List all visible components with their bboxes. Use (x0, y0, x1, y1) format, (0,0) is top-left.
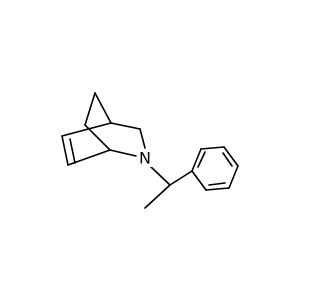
ring-bond-1 (191, 148, 202, 172)
nitrogen-label-mask (137, 149, 153, 167)
bond-ch-phenyl (169, 170, 193, 186)
bicyclic-core (61, 92, 146, 166)
benzene-ring (191, 146, 239, 191)
ring-bond-4 (228, 165, 239, 189)
ring-double-bond-1 (197, 151, 206, 168)
bond-n-ch (149, 165, 171, 186)
ring-bond-3 (223, 146, 239, 167)
nitrogen-atom: N (137, 149, 153, 168)
bond-c4-c5 (61, 122, 112, 137)
ring-double-bond-2 (222, 152, 233, 167)
ring-double-bond-3 (208, 182, 226, 186)
bond-c3-n (139, 128, 146, 149)
bond-c6-c1 (67, 149, 111, 166)
ring-bond-2 (200, 146, 225, 150)
bond-bridge-left (84, 92, 96, 126)
bond-c5-c6-double-inner (69, 138, 76, 164)
bond-c5-c6-single (61, 135, 69, 166)
bond-bridge-right (94, 92, 112, 124)
molecule-structure-diagram: N (61, 92, 239, 209)
bond-c1-c7 (84, 124, 111, 151)
ring-bond-5 (205, 187, 230, 191)
bond-ch-methyl (144, 184, 171, 209)
bond-c4-c3 (110, 122, 141, 130)
phenylethyl-group (144, 165, 193, 209)
ring-bond-6 (191, 170, 207, 191)
bond-c1-n (109, 149, 137, 157)
nitrogen-label: N (139, 149, 151, 168)
